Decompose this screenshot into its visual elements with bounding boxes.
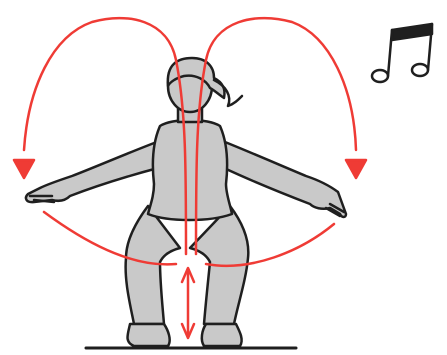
left-arc-arrowhead-icon: [14, 160, 34, 178]
torso: [148, 120, 232, 220]
left-arm: [26, 140, 162, 202]
music-notes-icon: [372, 24, 432, 82]
right-arc-arrowhead-icon: [346, 160, 366, 178]
right-foot: [202, 324, 242, 346]
motion-arrow-icon: [182, 268, 194, 338]
left-foot: [128, 324, 170, 346]
right-arm: [220, 140, 346, 217]
